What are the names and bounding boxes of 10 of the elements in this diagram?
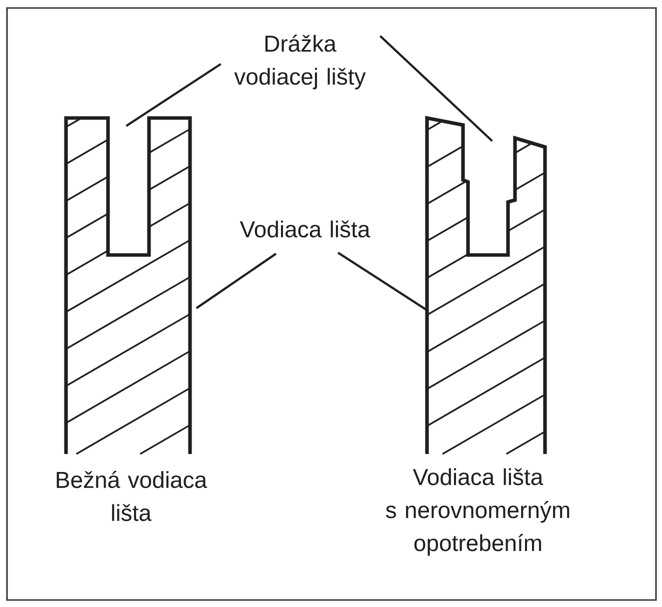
leader-line — [196, 252, 277, 310]
drawing-label: Bežná vodiaca lišta — [56, 470, 208, 522]
leader-line — [379, 35, 493, 142]
drawing-label: Vodiaca lišta s nerovnomerným opotrebením — [386, 468, 570, 556]
leader-line — [337, 252, 428, 312]
part-label: Vodiaca lišta — [240, 220, 370, 238]
bar-section — [64, 116, 192, 455]
leader-line — [126, 63, 222, 127]
part-label: Drážka vodiacej lišty — [234, 34, 366, 90]
bar-section — [425, 116, 547, 455]
